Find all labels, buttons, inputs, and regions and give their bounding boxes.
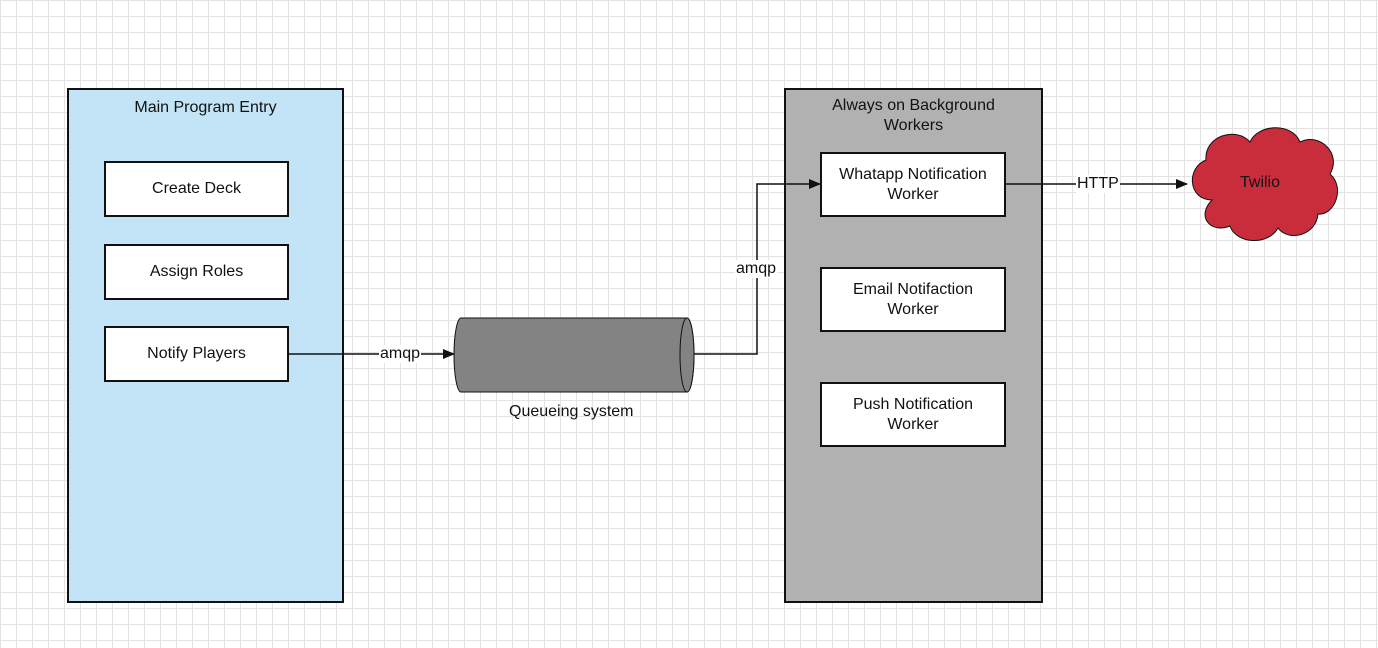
push-worker-node[interactable]: Push Notification Worker [820, 382, 1006, 447]
email-worker-node[interactable]: Email Notifaction Worker [820, 267, 1006, 332]
assign-roles-node[interactable]: Assign Roles [104, 244, 289, 300]
queue-cylinder-icon[interactable] [453, 317, 695, 393]
edge-label-http: HTTP [1076, 175, 1120, 193]
edge-label-queue-worker: amqp [735, 260, 778, 278]
twilio-cloud-icon[interactable] [1191, 127, 1339, 241]
main-program-title: Main Program Entry [134, 99, 277, 116]
workers-title: Always on Background Workers [832, 97, 995, 134]
create-deck-node[interactable]: Create Deck [104, 161, 289, 217]
queue-label: Queueing system [509, 403, 634, 420]
whatsapp-worker-node[interactable]: Whatapp Notification Worker [820, 152, 1006, 217]
twilio-label: Twilio [1240, 174, 1281, 191]
edge-label-notify-queue: amqp [379, 345, 422, 363]
notify-players-node[interactable]: Notify Players [104, 326, 289, 382]
